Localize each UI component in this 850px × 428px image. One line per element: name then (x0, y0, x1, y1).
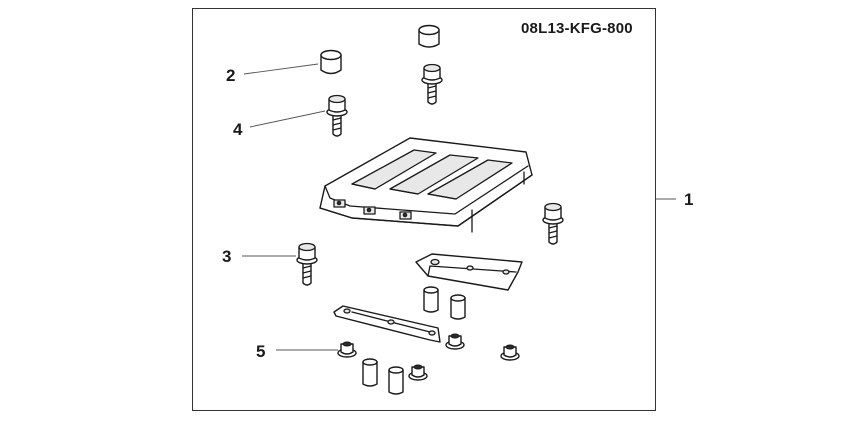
flange-nut-2 (445, 333, 465, 350)
flange-bolt-lower (296, 242, 318, 286)
flange-bolt-top (421, 63, 443, 105)
spacer-collar-bottom-1 (362, 358, 378, 387)
flange-bolt-left (326, 94, 348, 137)
callout-3: 3 (222, 247, 232, 266)
flange-nut-1 (337, 341, 357, 358)
flange-nut-4 (408, 364, 428, 381)
part-number-label: 08L13-KFG-800 (521, 20, 633, 37)
mounting-bracket-left (333, 305, 441, 343)
callout-4: 4 (233, 120, 243, 139)
spacer-collar-bottom-2 (388, 366, 404, 395)
callout-5: 5 (256, 342, 266, 361)
leader-line-2 (243, 63, 319, 75)
spacer-collar-center-2 (450, 294, 466, 320)
rear-carrier-rack (319, 137, 533, 233)
rubber-cap-left (320, 49, 342, 75)
flange-bolt-right (542, 202, 564, 245)
spacer-collar-center-1 (423, 286, 439, 313)
flange-nut-3 (500, 344, 520, 361)
leader-line-4 (249, 110, 326, 128)
mounting-bracket-right (415, 253, 523, 291)
rubber-cap-right (418, 24, 440, 48)
callout-2: 2 (226, 66, 236, 85)
diagram-frame (192, 8, 656, 411)
callout-1: 1 (684, 190, 694, 209)
